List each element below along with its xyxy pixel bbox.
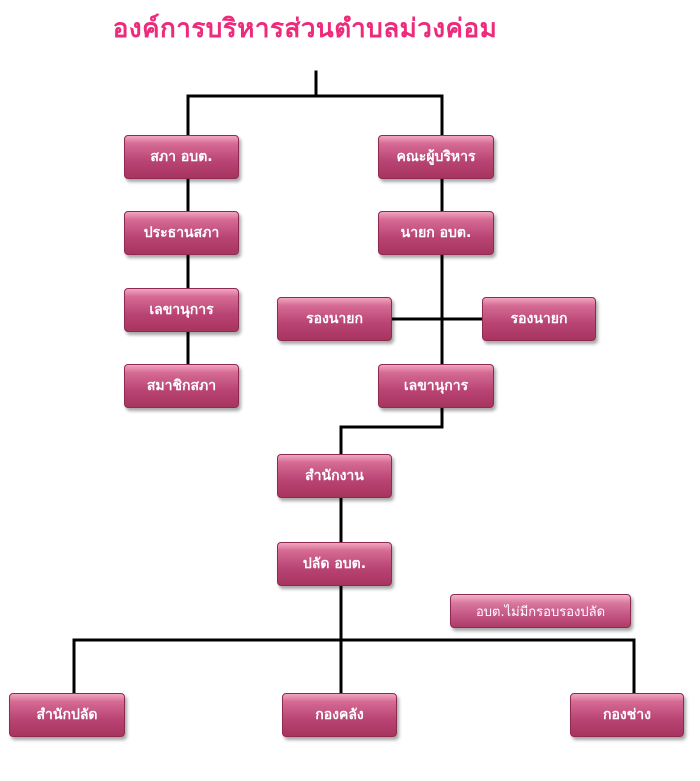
box-deputy-mayor-left: รองนายก — [277, 297, 392, 341]
box-mayor: นายก อบต. — [378, 211, 494, 255]
box-council-chair: ประธานสภา — [124, 211, 239, 255]
box-office: สำนักงาน — [277, 454, 392, 498]
box-council: สภา อบต. — [124, 135, 239, 179]
box-engineering-division: กองช่าง — [570, 693, 684, 737]
box-permanent-secretary: ปลัด อบต. — [277, 542, 392, 586]
box-mayor-secretary: เลขานุการ — [378, 364, 494, 408]
box-executives: คณะผู้บริหาร — [378, 135, 494, 179]
box-finance-division: กองคลัง — [282, 693, 397, 737]
box-deputy-mayor-right: รองนายก — [482, 297, 596, 341]
box-council-members: สมาชิกสภา — [124, 364, 239, 408]
box-council-secretary: เลขานุการ — [124, 288, 239, 332]
note-no-deputy-secretary: อบต.ไม่มีกรอบรองปลัด — [450, 594, 631, 628]
org-chart-title: องค์การบริหารส่วนตำบลม่วงค่อม — [112, 14, 498, 44]
box-office-of-secretary: สำนักปลัด — [9, 693, 125, 737]
